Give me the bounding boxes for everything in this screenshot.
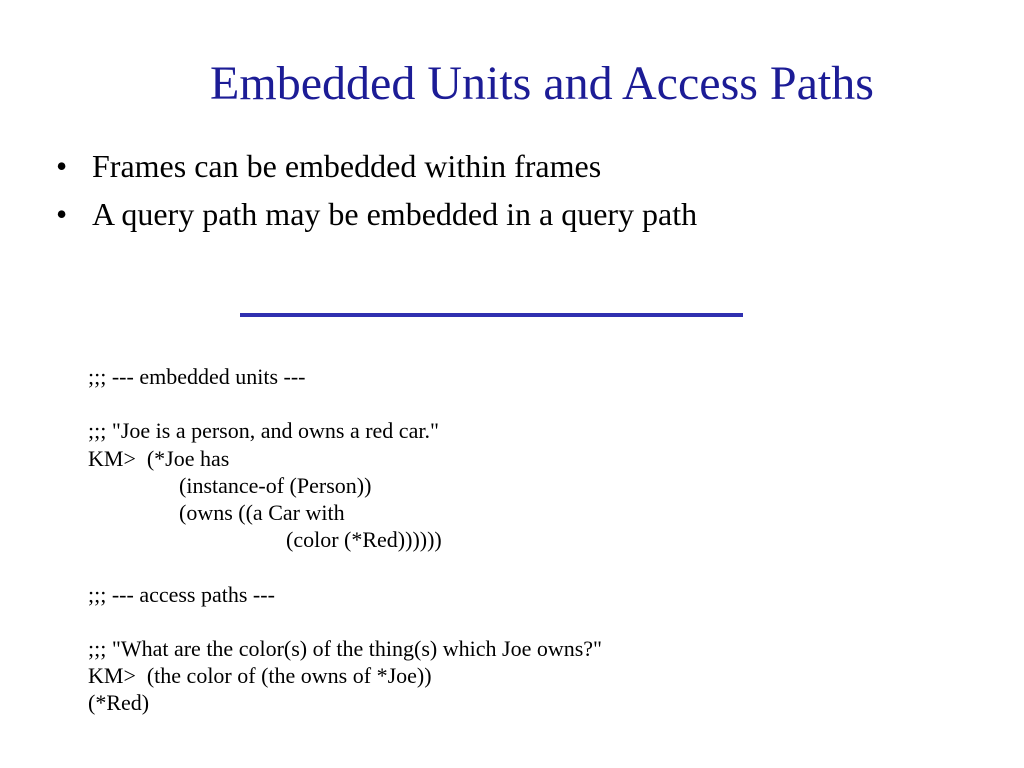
code-block: ;;; --- embedded units --- ;;; "Joe is a…	[88, 363, 602, 716]
comment-joe-example: ;;; "Joe is a person, and owns a red car…	[88, 418, 439, 444]
bullet-item: • Frames can be embedded within frames	[56, 142, 697, 190]
bullet-marker: •	[56, 148, 68, 184]
bullet-text: Frames can be embedded within frames	[92, 148, 602, 184]
bullet-item: • A query path may be embedded in a quer…	[56, 190, 697, 238]
code-owns: (owns ((a Car with	[179, 499, 345, 525]
code-instance-of: (instance-of (Person))	[179, 472, 372, 498]
slide-title: Embedded Units and Access Paths	[210, 57, 874, 110]
code-color: (color (*Red))))))	[286, 527, 442, 553]
km-prompt-joe-has: KM> (*Joe has	[88, 445, 230, 471]
bullet-text: A query path may be embedded in a query …	[92, 196, 698, 232]
blank-line	[88, 553, 602, 580]
comment-embedded-units: ;;; --- embedded units ---	[88, 364, 306, 389]
km-prompt-query: KM> (the color of (the owns of *Joe))	[88, 663, 432, 689]
bullet-list: • Frames can be embedded within frames •…	[56, 142, 697, 238]
blank-line	[88, 390, 602, 417]
blank-line	[88, 608, 602, 635]
query-result: (*Red)	[88, 690, 150, 716]
divider-line	[240, 313, 743, 317]
comment-query-question: ;;; "What are the color(s) of the thing(…	[88, 635, 603, 661]
bullet-marker: •	[56, 196, 68, 232]
comment-access-paths: ;;; --- access paths ---	[88, 581, 275, 607]
